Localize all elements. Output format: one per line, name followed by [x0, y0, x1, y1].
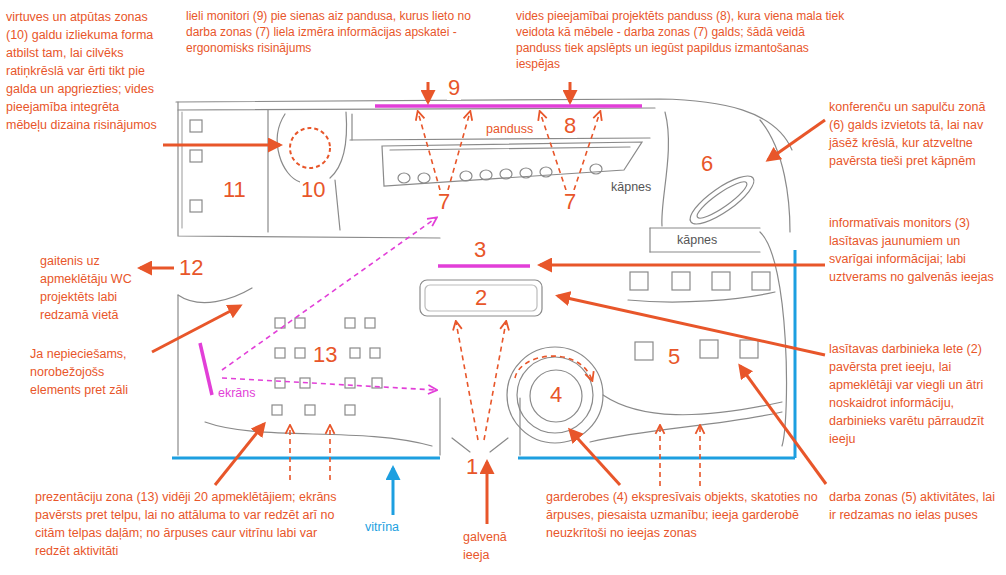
area-label: kāpnes — [610, 180, 652, 195]
annotation-text: gaitenis uz apmeklētāju WC projektēts la… — [40, 252, 136, 324]
screen-label: ekrāns — [217, 386, 257, 401]
entrance-label: galvenā ieeja — [463, 528, 515, 564]
callout-number: 8 — [563, 114, 577, 138]
callout-number: 7 — [563, 190, 577, 214]
annotation-text: lasītavas darbinieka lete (2) pavērsta p… — [829, 340, 1001, 448]
callout-number: 3 — [473, 238, 487, 262]
callout-number: 5 — [667, 345, 681, 369]
callout-number: 12 — [178, 256, 204, 280]
callout-number: 10 — [300, 178, 326, 202]
annotation-text: Ja nepieciešams, norobežojošs elements p… — [30, 345, 150, 399]
annotation-text: lieli monitori (9) pie sienas aiz pandus… — [186, 8, 504, 56]
annotation-text: konferenču un sapulču zonā (6) galds izv… — [829, 98, 1001, 170]
callout-number: 13 — [312, 343, 338, 367]
callout-number: 4 — [549, 383, 563, 407]
annotation-text: garderobes (4) ekspresīvais objekts, ska… — [546, 488, 818, 542]
callout-number: 2 — [474, 286, 488, 310]
area-label: kāpnes — [676, 233, 718, 248]
annotation-text: prezentāciju zona (13) vidēji 20 apmeklē… — [35, 488, 345, 560]
annotation-text: virtuves un atpūtas zonas (10) galdu izl… — [6, 8, 162, 134]
area-label: panduss — [485, 122, 534, 137]
callout-number: 6 — [700, 152, 714, 176]
annotation-text: darba zonas (5) aktivitātes, lai ir redz… — [829, 488, 1001, 524]
annotation-text: vides pieejamībai projektēts panduss (8)… — [516, 8, 846, 72]
callout-number: 1 — [465, 455, 479, 479]
callout-number: 7 — [437, 190, 451, 214]
annotation-text: informatīvais monitors (3) lasītavas jau… — [829, 214, 1001, 286]
callout-number: 11 — [222, 178, 247, 202]
area-label: vitrīna — [364, 520, 400, 535]
callout-number: 9 — [447, 76, 461, 100]
